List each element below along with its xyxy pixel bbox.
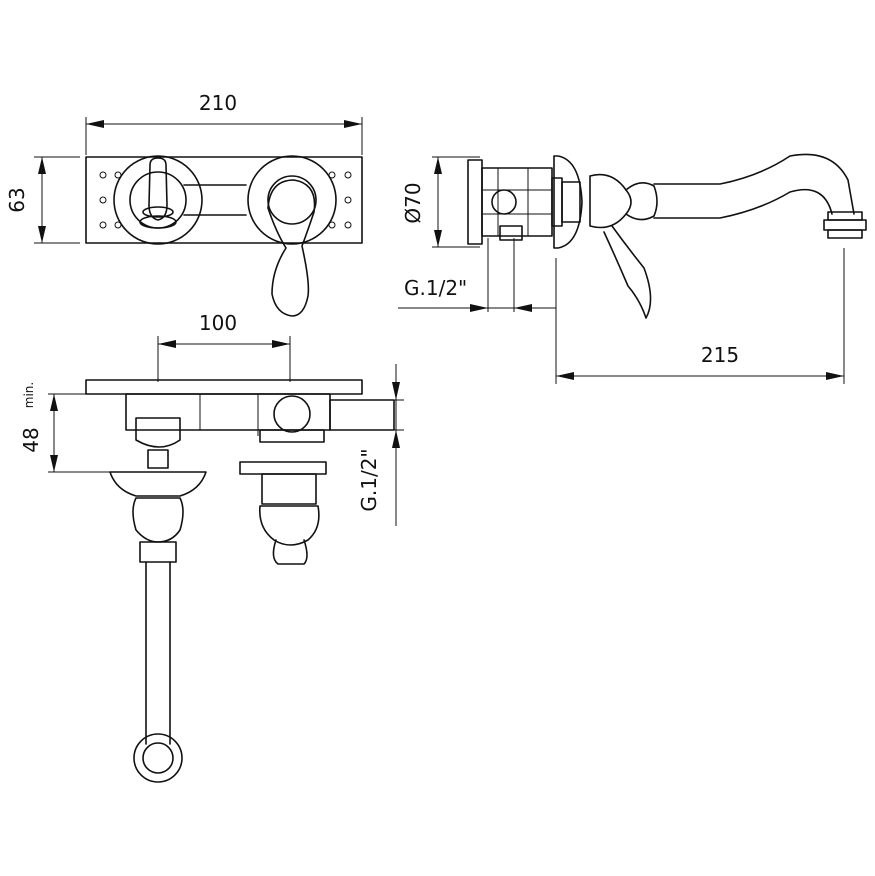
label-width: 210	[199, 91, 237, 115]
label-thread-side: G.1/2"	[404, 276, 467, 300]
label-min-depth-suffix: min.	[22, 382, 36, 408]
dimension-reach: 215	[555, 248, 845, 384]
top-view: 210 63	[5, 91, 363, 317]
dimension-width: 210	[85, 91, 363, 155]
side-spout	[589, 153, 867, 319]
label-height: 63	[5, 187, 29, 212]
dimension-height: 63	[5, 156, 80, 244]
wall-plate	[85, 156, 363, 244]
label-thread-front: G.1/2"	[357, 448, 381, 511]
lever-handle	[247, 155, 337, 317]
front-wall-plate	[85, 379, 363, 395]
spout-rosette	[113, 155, 203, 245]
valve-body	[467, 159, 581, 245]
dimension-diameter: Ø70	[401, 156, 480, 248]
side-rosette	[553, 155, 583, 249]
dimension-spacing: 100	[157, 311, 291, 382]
dimension-thread-front: G.1/2"	[330, 364, 404, 526]
label-diameter: Ø70	[401, 182, 425, 223]
side-view: Ø70	[398, 153, 867, 384]
front-spout	[109, 449, 207, 783]
label-reach: 215	[701, 343, 739, 367]
front-view: 100 48 min.	[19, 311, 404, 783]
dimension-min-depth: 48 min.	[19, 382, 126, 473]
label-min-depth: 48	[19, 427, 43, 452]
label-spacing: 100	[199, 311, 237, 335]
front-valve-body	[125, 393, 395, 448]
front-lever-handle	[239, 461, 327, 565]
dimension-thread-side: G.1/2"	[398, 238, 556, 312]
